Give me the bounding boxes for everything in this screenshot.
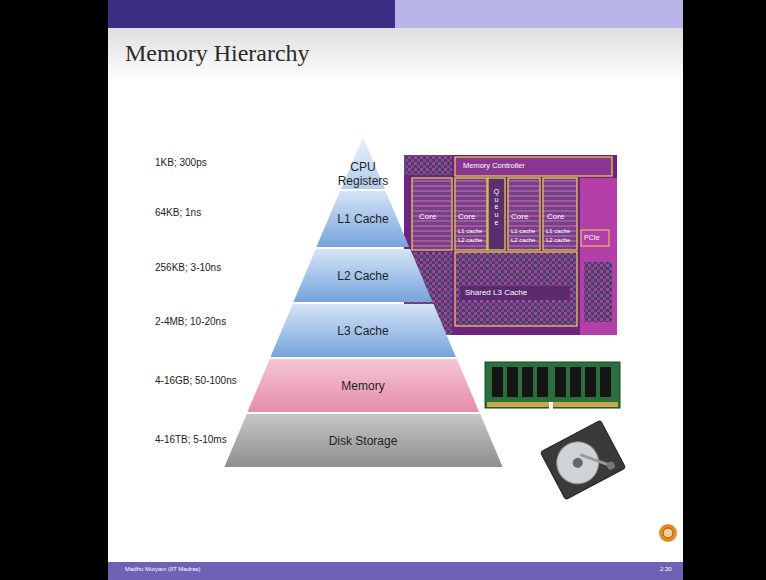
logo-disc bbox=[659, 524, 677, 542]
die-texture bbox=[584, 262, 612, 322]
disk-spindle bbox=[571, 456, 585, 470]
title-band bbox=[108, 28, 683, 80]
die-block-name: L1 cache bbox=[546, 228, 570, 234]
level-band bbox=[270, 304, 455, 357]
die-outline bbox=[581, 230, 609, 246]
die-texture bbox=[580, 178, 617, 335]
capacity-latency: 4-16GB; 50-100ns bbox=[155, 375, 237, 386]
memory-chip bbox=[600, 367, 611, 397]
pyramid-level: L2 Cache bbox=[293, 248, 433, 303]
die-outline bbox=[508, 178, 540, 250]
memory-chip bbox=[585, 367, 596, 397]
memory-chip bbox=[507, 367, 518, 397]
die-block-name: Memory Controller bbox=[463, 161, 525, 170]
pyramid-level: L1 Cache bbox=[316, 190, 410, 248]
level-name: L3 Cache bbox=[337, 324, 388, 338]
disk-case bbox=[540, 420, 625, 500]
disk-pivot bbox=[605, 460, 616, 471]
die-background bbox=[404, 155, 617, 335]
die-block-name: L1 cache bbox=[458, 228, 482, 234]
level-name: Disk Storage bbox=[329, 434, 398, 448]
die-texture bbox=[455, 157, 612, 176]
module-notch bbox=[549, 402, 553, 409]
cache-texture bbox=[455, 252, 577, 326]
hard-disk bbox=[540, 420, 625, 500]
module-board bbox=[485, 362, 620, 408]
memory-chip bbox=[555, 367, 566, 397]
die-block-name: Core bbox=[458, 212, 475, 221]
pyramid-level: CPU Registers bbox=[326, 137, 400, 190]
level-band bbox=[317, 191, 410, 247]
capacity-latency: 4-16TB; 5-10ms bbox=[155, 434, 227, 445]
disk-arm bbox=[580, 444, 611, 476]
processor-die bbox=[404, 155, 617, 335]
level-name: Memory bbox=[341, 379, 384, 393]
die-outline bbox=[455, 178, 487, 250]
die-outline bbox=[455, 157, 612, 176]
memory-chip bbox=[537, 367, 548, 397]
queue-texture bbox=[488, 178, 505, 250]
memory-chip bbox=[492, 367, 503, 397]
die-block-name: Core bbox=[419, 212, 436, 221]
slide-number: 2.30 bbox=[660, 566, 672, 572]
level-name: L2 Cache bbox=[337, 269, 388, 283]
header-bar bbox=[395, 0, 683, 28]
capacity-latency: 64KB; 1ns bbox=[155, 207, 201, 218]
die-block-name: L2 cache bbox=[511, 237, 535, 243]
pyramid-level: Disk Storage bbox=[224, 413, 503, 468]
die-block-name: L2 cache bbox=[458, 237, 482, 243]
level-name: CPU Registers bbox=[332, 160, 394, 188]
die-block-name: Shared L3 Cache bbox=[465, 288, 527, 297]
die-outline bbox=[455, 252, 577, 326]
capacity-latency: 1KB; 300ps bbox=[155, 157, 207, 168]
die-block-name: Core bbox=[511, 212, 528, 221]
capacity-latency: 2-4MB; 10-20ns bbox=[155, 316, 226, 327]
institute-logo bbox=[659, 524, 677, 542]
slide-title: Memory Hierarchy bbox=[125, 40, 310, 67]
label-ground bbox=[460, 286, 570, 300]
core-texture bbox=[455, 178, 487, 250]
level-band bbox=[247, 359, 479, 412]
core-texture bbox=[412, 178, 452, 250]
pyramid-level: Memory bbox=[247, 358, 480, 413]
core-texture bbox=[543, 178, 577, 250]
die-outline bbox=[543, 178, 577, 250]
level-band bbox=[293, 249, 432, 302]
die-block-name: L2 cache bbox=[546, 237, 570, 243]
header-bar bbox=[108, 0, 395, 28]
die-block-name: Core bbox=[547, 212, 564, 221]
memory-module bbox=[485, 362, 620, 409]
level-band bbox=[224, 414, 502, 467]
die-texture bbox=[404, 155, 452, 175]
die-block-name: Queue bbox=[493, 188, 500, 226]
footer-author: Madhu Mutyam (IIT Madras) bbox=[125, 566, 201, 572]
die-outline bbox=[412, 178, 452, 250]
slide-background bbox=[108, 0, 683, 580]
memory-chip bbox=[570, 367, 581, 397]
level-name: L1 Cache bbox=[337, 212, 388, 226]
die-block-name: PCIe bbox=[584, 234, 600, 241]
memory-chip bbox=[522, 367, 533, 397]
die-outline bbox=[488, 178, 505, 250]
capacity-latency: 256KB; 3-10ns bbox=[155, 262, 221, 273]
die-block-name: L1 cache bbox=[511, 228, 535, 234]
disk-platter bbox=[549, 434, 606, 491]
footer-bar bbox=[108, 562, 683, 580]
logo-center bbox=[663, 528, 673, 538]
pyramid-level: L3 Cache bbox=[270, 303, 456, 358]
core-texture bbox=[508, 178, 540, 250]
